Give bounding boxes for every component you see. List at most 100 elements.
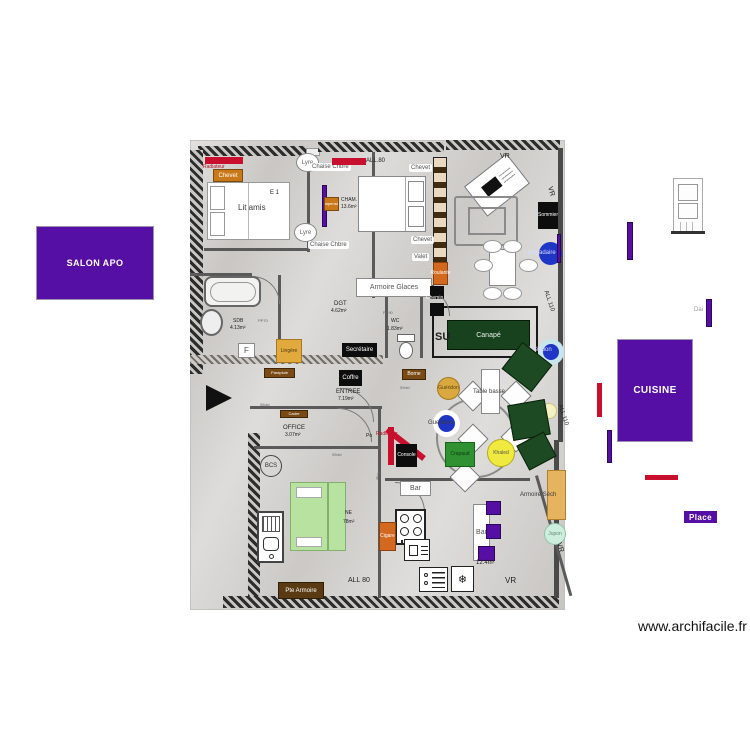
- cadre-bar[interactable]: Cadre: [280, 410, 308, 418]
- wall-bottom: [223, 596, 559, 608]
- vr-label-bottom: VR: [505, 576, 517, 585]
- bed-green[interactable]: [290, 482, 346, 551]
- chevet-box-chambre1[interactable]: Chevet: [213, 169, 243, 182]
- cabinet-icon[interactable]: [671, 178, 705, 234]
- wall-top-3: [446, 140, 560, 150]
- sink-drainer: [262, 516, 280, 532]
- sofa-outline-inner: [468, 207, 506, 235]
- bed-divider: [248, 183, 249, 239]
- purple-bar-outside-2[interactable]: [706, 299, 712, 327]
- purple-bar-outside-3[interactable]: [607, 430, 612, 463]
- valet-chip[interactable]: Valet: [412, 253, 430, 261]
- armoire-glaces-box[interactable]: Armoire Glaces: [356, 278, 432, 297]
- chaise-chbre-label-1[interactable]: Chaise Chbre: [310, 163, 351, 171]
- wardrobe-strip[interactable]: [433, 157, 447, 263]
- chevet-chip-top[interactable]: Chevet: [409, 164, 433, 172]
- f-box[interactable]: F: [238, 343, 255, 358]
- bed-lit-amis[interactable]: [207, 182, 290, 240]
- coffre-box[interactable]: Coffre: [339, 370, 362, 386]
- table-basse-box[interactable]: [481, 369, 500, 414]
- cabinet-slats: [680, 222, 697, 231]
- gueridon-center-circle[interactable]: [438, 415, 455, 432]
- oven-icon[interactable]: [404, 539, 430, 561]
- bar-stool-1[interactable]: [486, 501, 501, 515]
- sofa-outline[interactable]: [454, 196, 518, 246]
- red-bar-outside-1[interactable]: [597, 383, 602, 417]
- dining-chair[interactable]: [483, 287, 502, 300]
- wall-top-1: [198, 146, 306, 156]
- borne-bar[interactable]: Borne: [402, 369, 426, 380]
- pillow: [210, 186, 225, 210]
- pillow: [296, 487, 322, 498]
- lyre-circle-2[interactable]: Lyre: [294, 223, 317, 242]
- chaise-chbre-label-2[interactable]: Chaise Chbre: [308, 241, 349, 249]
- wall-bath-right: [278, 275, 281, 359]
- dishwasher-dot: [424, 581, 428, 585]
- all80-bottom-label: ALL 80: [348, 577, 370, 584]
- crapaud-box[interactable]: Crapaud: [445, 442, 475, 467]
- roulante-box[interactable]: Roulante: [431, 262, 451, 285]
- dishwasher-icon[interactable]: [419, 567, 448, 592]
- lampadaire-circle[interactable]: [539, 242, 562, 265]
- dining-chair[interactable]: [503, 240, 522, 253]
- dining-chair[interactable]: [474, 259, 493, 272]
- armoire-seche-box[interactable]: [547, 470, 566, 520]
- dining-chair[interactable]: [483, 240, 502, 253]
- purple-bar-right-room[interactable]: [557, 234, 561, 263]
- jupon-circle[interactable]: Jupon: [544, 523, 566, 545]
- office-name-label: OFFICE: [283, 425, 305, 431]
- purple-bar-outside-1[interactable]: [627, 222, 633, 260]
- suspension-box[interactable]: Suspension: [324, 197, 339, 211]
- chambre1-label-fragment: E 1: [270, 190, 280, 196]
- zone-salon-apo[interactable]: SALON APO: [36, 226, 154, 300]
- dishwasher-lines: [432, 572, 445, 588]
- po-label: Po: [366, 433, 373, 439]
- parapluie-bar[interactable]: Parapluie: [264, 368, 295, 378]
- bar-stool-3[interactable]: [478, 546, 495, 561]
- radiateur-bar-top-mid[interactable]: [332, 158, 366, 165]
- bed-chambre2[interactable]: [358, 176, 426, 232]
- secretaire-box[interactable]: Secrétaire: [342, 343, 377, 357]
- canape-box[interactable]: Canapé: [447, 320, 530, 350]
- bcs-circle[interactable]: BCS: [260, 455, 282, 477]
- place-chip[interactable]: Place: [684, 511, 717, 523]
- console-box[interactable]: Console: [396, 444, 417, 467]
- bar-area-label: 12.4m²: [476, 560, 495, 566]
- radiateur-bar-vertical[interactable]: [388, 427, 394, 465]
- dgt-area-label: 4.62m²: [331, 308, 347, 314]
- kitchen-sink-icon[interactable]: [257, 511, 284, 563]
- red-bar-outside-2[interactable]: [645, 475, 678, 480]
- bar-stool-2[interactable]: [486, 524, 501, 539]
- dining-chair[interactable]: [503, 287, 522, 300]
- radiateur-label-top-left: Radiateur: [203, 164, 225, 170]
- gueridon-tan-circle[interactable]: Guéridon: [437, 377, 460, 400]
- cuisine-area-frag-1: NE: [345, 510, 352, 516]
- sommier-box[interactable]: Sommier: [538, 202, 558, 229]
- laptop-icon: [481, 176, 503, 197]
- radiateur-bar-top-left[interactable]: [205, 157, 243, 164]
- cheminee-box-2[interactable]: [430, 303, 444, 316]
- cuisine-area-frag-2: 78m²: [343, 519, 355, 525]
- cheminee-box-1[interactable]: [430, 286, 444, 299]
- place-chip-label: Place: [689, 512, 712, 522]
- toilet-bowl: [399, 342, 413, 359]
- dining-table-right[interactable]: [489, 249, 516, 286]
- gueridon-right-circle[interactable]: [543, 344, 559, 360]
- dim-label-09dxl-2: 09dxl: [332, 452, 342, 457]
- fridge-icon[interactable]: ❄: [451, 566, 474, 592]
- lingere-box[interactable]: Lingère: [276, 339, 302, 363]
- table-basse-label: Table basse: [473, 389, 506, 395]
- wc-name-label: WC: [391, 318, 400, 324]
- bathtub-inner: [210, 282, 256, 302]
- bar-label-chip[interactable]: Bar: [400, 481, 431, 496]
- chevet-chip-bottom[interactable]: Chevet: [411, 236, 435, 244]
- dim-label-06dxl: 06dxl: [260, 402, 270, 407]
- cigare-box[interactable]: Cigare: [379, 522, 396, 551]
- khaled-circle[interactable]: Khaled: [487, 439, 515, 467]
- wall-center-vertical: [378, 406, 381, 598]
- pte-armoire-box[interactable]: Pte Armoire: [278, 582, 324, 599]
- dining-chair[interactable]: [519, 259, 538, 272]
- zone-cuisine[interactable]: CUISINE: [617, 339, 693, 442]
- bed-divider: [405, 177, 406, 231]
